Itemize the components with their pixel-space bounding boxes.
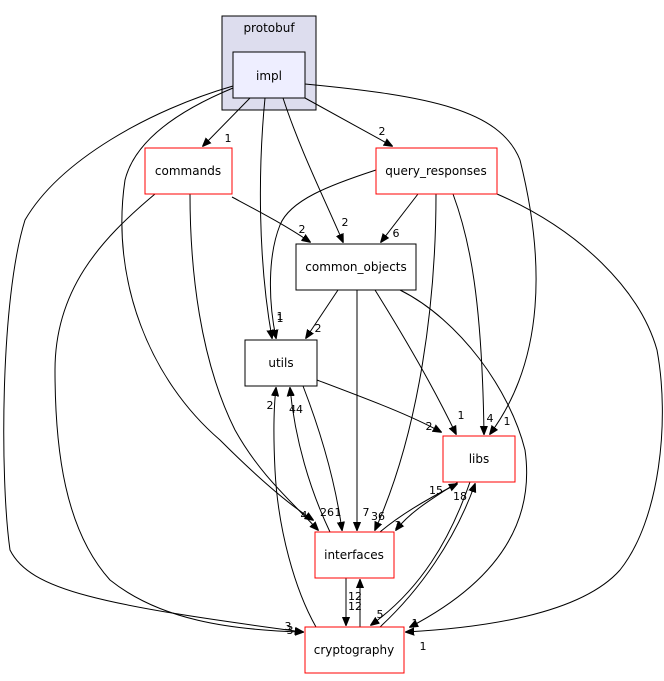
edge-label-commands-to-cryptography[interactable]: 3 bbox=[285, 620, 292, 633]
edge-impl-to-interfaces[interactable] bbox=[121, 87, 313, 520]
edge-impl-to-utils[interactable] bbox=[259, 97, 272, 338]
edge-label-cryptography-to-libs[interactable]: 18 bbox=[453, 490, 467, 503]
edge-label-cryptography-to-interfaces[interactable]: 12 bbox=[348, 590, 362, 603]
edge-label-interfaces-to-utils[interactable]: 44 bbox=[289, 403, 303, 416]
edge-label-impl-to-utils[interactable]: 1 bbox=[277, 312, 284, 325]
edge-label-impl-to-interfaces[interactable]: 4 bbox=[301, 509, 308, 522]
edge-interfaces-to-utils[interactable] bbox=[290, 388, 331, 533]
edge-label-interfaces-to-cryptography[interactable]: 12 bbox=[348, 600, 362, 613]
edge-commands-to-common-objects[interactable] bbox=[231, 196, 310, 242]
edge-label-utils-to-interfaces[interactable]: 1 bbox=[335, 506, 342, 519]
edge-label-commands-to-interfaces[interactable]: 26 bbox=[320, 506, 334, 519]
edge-label-impl-to-cryptography[interactable]: 3 bbox=[287, 624, 294, 637]
node-commands-box bbox=[144, 147, 233, 195]
edge-label-query-responses-to-utils[interactable]: 1 bbox=[277, 310, 284, 323]
edge-label-utils-to-libs[interactable]: 2 bbox=[426, 420, 433, 433]
edge-cryptography-to-libs[interactable] bbox=[379, 484, 475, 628]
edge-impl-to-libs[interactable] bbox=[304, 83, 537, 434]
edge-impl-to-cryptography[interactable] bbox=[3, 85, 303, 632]
edge-libs-to-cryptography[interactable] bbox=[371, 481, 471, 625]
edge-label-impl-to-common-objects[interactable]: 2 bbox=[342, 216, 349, 229]
edge-common-objects-to-utils[interactable] bbox=[306, 289, 339, 338]
node-commands-label: commands bbox=[155, 164, 221, 178]
edge-label-query-responses-to-interfaces[interactable]: 36 bbox=[371, 510, 385, 523]
edge-commands-to-interfaces[interactable] bbox=[189, 193, 318, 530]
cluster-protobuf-label: protobuf bbox=[243, 21, 295, 35]
node-query-responses-label: query_responses bbox=[385, 164, 486, 178]
edge-label-common-objects-to-cryptography[interactable]: 1 bbox=[412, 617, 419, 630]
edge-label-query-responses-to-libs[interactable]: 4 bbox=[487, 412, 494, 425]
edge-commands-to-cryptography[interactable] bbox=[54, 193, 303, 632]
edge-common-objects-to-cryptography[interactable] bbox=[399, 289, 528, 627]
edge-utils-to-libs[interactable] bbox=[316, 379, 441, 432]
edge-libs-to-interfaces[interactable] bbox=[396, 481, 459, 530]
edge-impl-to-common-objects[interactable] bbox=[282, 97, 343, 242]
edge-label-impl-to-commands[interactable]: 1 bbox=[225, 132, 232, 145]
node-cryptography[interactable]: cryptography bbox=[304, 626, 405, 674]
edge-label-commands-to-common-objects[interactable]: 2 bbox=[299, 223, 306, 236]
node-common-objects-box bbox=[295, 243, 417, 291]
node-libs-box bbox=[442, 435, 516, 483]
node-commands[interactable]: commands bbox=[144, 147, 233, 195]
node-utils-label: utils bbox=[268, 356, 293, 370]
edge-label-common-objects-to-utils[interactable]: 2 bbox=[315, 322, 322, 335]
node-utils-box bbox=[244, 339, 318, 387]
edge-utils-to-interfaces[interactable] bbox=[302, 385, 342, 530]
node-interfaces-box bbox=[314, 531, 395, 579]
node-interfaces-label: interfaces bbox=[324, 548, 384, 562]
node-utils[interactable]: utils bbox=[244, 339, 318, 387]
edge-label-libs-to-interfaces[interactable]: 3 bbox=[395, 519, 402, 532]
node-libs-label: libs bbox=[469, 452, 490, 466]
edge-label-common-objects-to-interfaces[interactable]: 7 bbox=[363, 506, 370, 519]
edge-impl-to-query-responses[interactable] bbox=[304, 97, 392, 146]
edge-label-common-objects-to-libs[interactable]: 1 bbox=[458, 409, 465, 422]
edge-impl-to-commands[interactable] bbox=[203, 97, 251, 146]
edge-query-responses-to-common-objects[interactable] bbox=[381, 193, 419, 242]
node-impl[interactable]: impl bbox=[232, 51, 306, 99]
edge-label-libs-to-cryptography[interactable]: 5 bbox=[377, 608, 384, 621]
node-impl-label: impl bbox=[256, 69, 282, 83]
edge-label-query-responses-to-common-objects[interactable]: 6 bbox=[393, 227, 400, 240]
node-cryptography-label: cryptography bbox=[314, 643, 395, 657]
edge-query-responses-to-cryptography[interactable] bbox=[406, 193, 663, 632]
edge-query-responses-to-libs[interactable] bbox=[452, 193, 484, 434]
edge-label-impl-to-libs[interactable]: 1 bbox=[504, 415, 511, 428]
edge-label-interfaces-to-libs[interactable]: 15 bbox=[429, 484, 443, 497]
edge-query-responses-to-utils[interactable] bbox=[269, 169, 377, 338]
node-query-responses-box bbox=[375, 147, 498, 195]
node-common-objects[interactable]: common_objects bbox=[295, 243, 417, 291]
edges-layer bbox=[3, 83, 663, 632]
node-query-responses[interactable]: query_responses bbox=[375, 147, 498, 195]
edge-label-cryptography-to-utils[interactable]: 2 bbox=[267, 399, 274, 412]
node-common-objects-label: common_objects bbox=[305, 260, 407, 274]
edge-label-query-responses-to-cryptography[interactable]: 1 bbox=[420, 640, 427, 653]
node-libs[interactable]: libs bbox=[442, 435, 516, 483]
edge-cryptography-to-utils[interactable] bbox=[274, 388, 317, 628]
edge-query-responses-to-interfaces[interactable] bbox=[375, 193, 437, 530]
edge-label-impl-to-query-responses[interactable]: 2 bbox=[379, 125, 386, 138]
node-impl-box bbox=[232, 51, 306, 99]
node-interfaces[interactable]: interfaces bbox=[314, 531, 395, 579]
edge-common-objects-to-libs[interactable] bbox=[374, 289, 456, 434]
node-cryptography-box bbox=[304, 626, 405, 674]
